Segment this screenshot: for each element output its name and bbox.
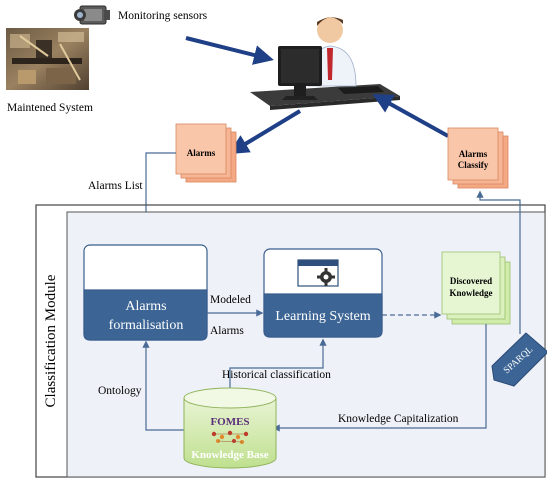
historical-classification-connector — [229, 338, 327, 392]
alarms-list-label: Alarms List — [88, 180, 143, 192]
alarms-edge-label: Alarms — [210, 325, 244, 337]
sensors-to-operator-arrow — [185, 36, 274, 65]
alarms-formalisation-line2: formalisation — [109, 318, 184, 333]
alarms-classify-line1: Alarms — [459, 149, 488, 159]
sensor-camera-icon — [74, 5, 110, 25]
alarms-document-stack: Alarms — [175, 123, 237, 183]
alarms-classify-line2: Classify — [458, 160, 489, 170]
factory-image — [6, 28, 89, 90]
modeled-label: Modeled — [210, 294, 251, 306]
discovered-knowledge-line1: Discovered — [450, 276, 492, 286]
historical-classification-label: Historical classification — [222, 369, 331, 381]
alarms-formalisation-box: Alarms formalisation — [83, 244, 208, 341]
knowledge-capitalization-label: Knowledge Capitalization — [338, 413, 459, 425]
alarms-classify-document-stack: Alarms Classify — [447, 127, 509, 189]
classify-to-operator-arrow — [372, 94, 449, 138]
alarms-formalisation-line1: Alarms — [125, 299, 166, 314]
monitoring-sensors-label: Monitoring sensors — [118, 10, 208, 22]
learning-system-box: Learning System — [263, 248, 383, 338]
knowledge-base-line2: Knowledge Base — [191, 449, 268, 461]
operator-to-alarms-arrow — [228, 109, 302, 155]
discovered-knowledge-stack: Discovered Knowledge — [441, 251, 511, 325]
knowledge-capitalization-connector — [272, 324, 487, 432]
operator-computer-icon — [250, 17, 400, 110]
knowledge-base-cylinder: FOMES Knowledge Base — [183, 387, 277, 469]
classification-module-title: Classification Module — [43, 274, 59, 407]
ontology-connector — [142, 340, 184, 431]
learning-system-label: Learning System — [275, 309, 370, 324]
knowledge-base-line1: FOMES — [210, 416, 249, 428]
gear-window-icon — [297, 259, 339, 287]
ontology-graph-icon — [211, 430, 249, 444]
alarms-document-label: Alarms — [187, 148, 216, 158]
discovered-knowledge-line2: Knowledge — [449, 288, 492, 298]
sparql-to-classify-connector — [476, 190, 521, 334]
maintened-system-label: Maintened System — [7, 102, 93, 114]
ontology-label: Ontology — [98, 385, 142, 397]
